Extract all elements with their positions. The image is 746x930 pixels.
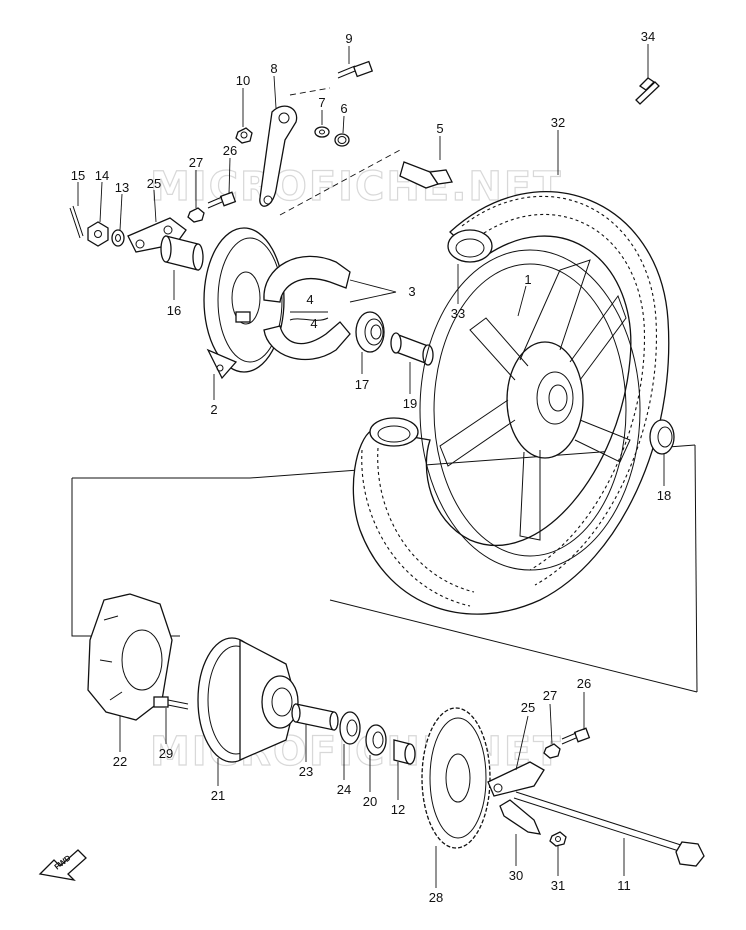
- bearing-part-24: [339, 711, 361, 745]
- callout-23: 23: [299, 764, 313, 779]
- hub-part-21: [197, 637, 299, 763]
- bolt-part-9: [337, 60, 374, 79]
- callout-7: 7: [318, 95, 325, 110]
- callout-13: 13: [115, 180, 129, 195]
- callout-16: 16: [167, 303, 181, 318]
- bolt-part-26-lower: [561, 727, 591, 745]
- leader-lines: [77, 44, 665, 888]
- brake-shoes-part-3: [263, 255, 351, 361]
- bolt-part-26-upper: [207, 191, 237, 209]
- callout-2: 2: [210, 402, 217, 417]
- clip-part-34: [635, 77, 660, 105]
- callout-28: 28: [429, 890, 443, 905]
- callout-25-upper: 25: [147, 176, 161, 191]
- callout-9: 9: [345, 31, 352, 46]
- fwd-arrow-icon: FWD: [38, 849, 87, 881]
- seal-part-20: [365, 724, 387, 756]
- callout-18: 18: [657, 488, 671, 503]
- bearing-part-18: [649, 419, 675, 455]
- valve-part-5: [399, 161, 453, 189]
- spacer-part-16: [160, 235, 204, 271]
- wheel-rim-part-1: [419, 249, 641, 571]
- brake-arm-part-8: [259, 105, 298, 207]
- callout-10: 10: [236, 73, 250, 88]
- nut-part-10: [235, 127, 253, 144]
- callout-34: 34: [641, 29, 655, 44]
- callout-27-lower: 27: [543, 688, 557, 703]
- callout-6: 6: [340, 101, 347, 116]
- spacer-part-19: [390, 332, 434, 366]
- callout-26-lower: 26: [577, 676, 591, 691]
- adjuster-part-25-lower: [487, 761, 545, 797]
- callout-17: 17: [355, 377, 369, 392]
- callout-3: 3: [408, 284, 415, 299]
- cotter-pin-part-15: [69, 205, 84, 239]
- callout-4-upper: 4: [306, 292, 313, 307]
- callout-22: 22: [113, 754, 127, 769]
- axle-part-11: [513, 791, 705, 867]
- callout-15: 15: [71, 168, 85, 183]
- callout-25-lower: 25: [521, 700, 535, 715]
- callout-20: 20: [363, 794, 377, 809]
- callout-1: 1: [524, 272, 531, 287]
- bracket-part-30: [499, 799, 542, 835]
- bearing-part-17: [355, 311, 385, 353]
- washer-part-13: [111, 229, 125, 247]
- washer-part-7: [314, 126, 330, 138]
- callout-19: 19: [403, 396, 417, 411]
- nut-part-27-lower: [543, 743, 561, 759]
- washer-part-6: [334, 133, 350, 147]
- callout-31: 31: [551, 878, 565, 893]
- sprocket-part-28: [421, 707, 491, 849]
- callout-32: 32: [551, 115, 565, 130]
- callout-24: 24: [337, 782, 351, 797]
- brake-panel-part-2: [203, 227, 285, 380]
- callout-4-lower: 4: [310, 316, 317, 331]
- tire-part-32: [352, 191, 670, 615]
- spacer-part-23: [291, 703, 339, 731]
- stud-part-29: [153, 696, 189, 710]
- callouts: 9 8 10 7 6 5 32 34 15 14 13 25 27 26 16 …: [71, 29, 671, 905]
- watermark-top: MICROFICHE.NET: [150, 164, 563, 210]
- callout-14: 14: [95, 168, 109, 183]
- callout-27-upper: 27: [189, 155, 203, 170]
- nut-part-27-upper: [187, 207, 205, 223]
- callout-11: 11: [617, 878, 631, 893]
- callout-21: 21: [211, 788, 225, 803]
- callout-30: 30: [509, 868, 523, 883]
- callout-5: 5: [436, 121, 443, 136]
- callout-33: 33: [451, 306, 465, 321]
- spacer-part-12: [393, 739, 416, 765]
- damper-part-22: [87, 593, 173, 721]
- nut-part-31: [549, 831, 567, 847]
- callout-12: 12: [391, 802, 405, 817]
- callout-29: 29: [159, 746, 173, 761]
- castle-nut-part-14: [87, 221, 109, 247]
- callout-8: 8: [270, 61, 277, 76]
- callout-26-upper: 26: [223, 143, 237, 158]
